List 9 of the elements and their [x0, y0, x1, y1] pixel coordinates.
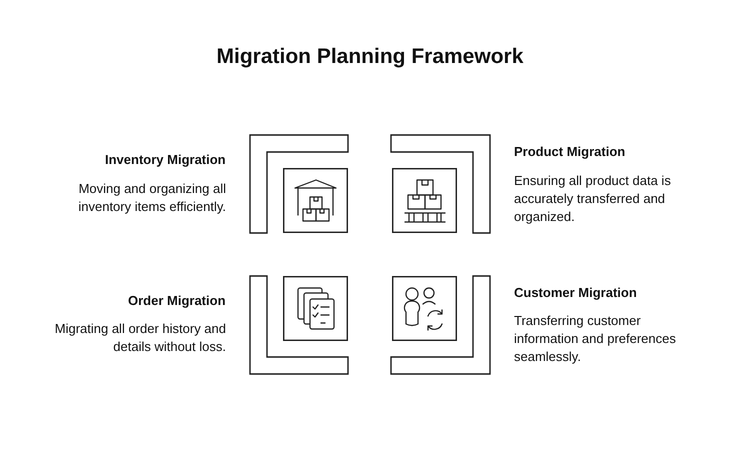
section-heading: Inventory Migration	[105, 152, 226, 168]
description-text: Transferring customer information and preferences seamlessly.	[514, 312, 677, 366]
section-heading: Customer Migration	[514, 285, 637, 301]
description-text: Moving and organizing all inventory items efficiently.	[77, 180, 226, 216]
section-heading: Product Migration	[514, 144, 626, 160]
description-text: Migrating all order history and details without loss.	[54, 320, 226, 356]
diagram-title: Migration Planning Framework	[216, 44, 524, 70]
section-heading: Order Migration	[128, 293, 226, 309]
description-text: Ensuring all product data is accurately transferred and organized.	[514, 172, 672, 226]
